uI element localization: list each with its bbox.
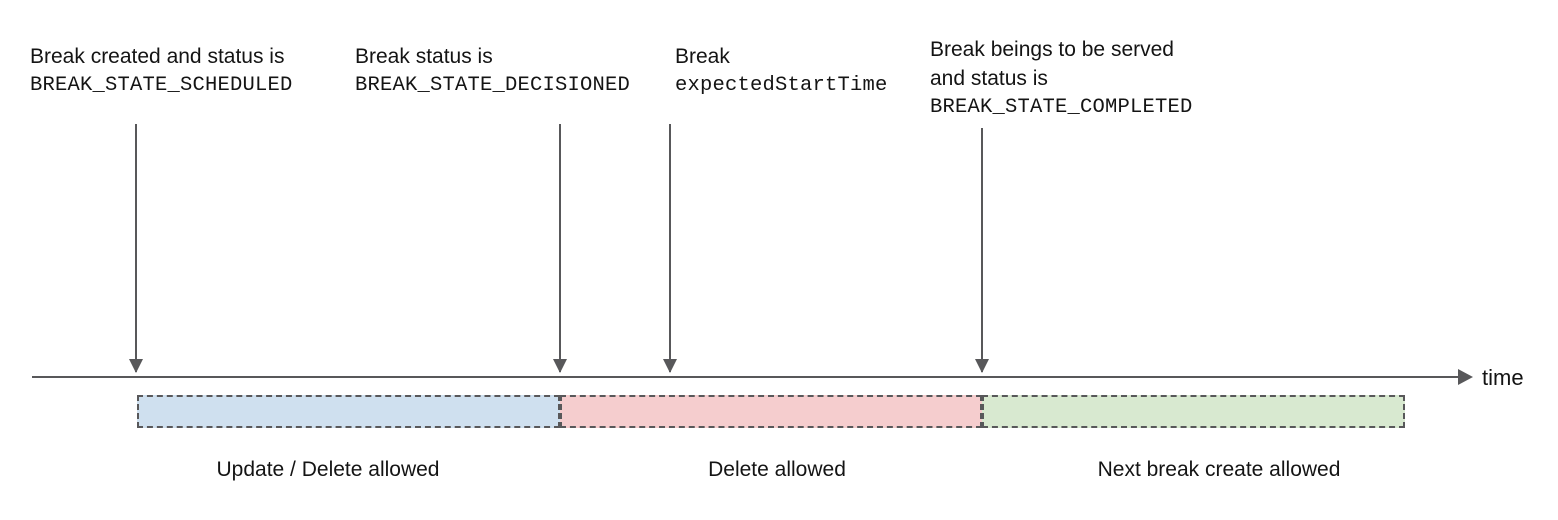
event-label-line: Break xyxy=(675,45,730,68)
phase-caption-scheduled: Update / Delete allowed xyxy=(216,458,440,481)
phase-bar-decisioned xyxy=(560,395,982,428)
event-label-line: and status is xyxy=(930,67,1048,90)
event-arrow-break-completed xyxy=(975,128,989,373)
phase-caption-decisioned: Delete allowed xyxy=(708,458,846,481)
arrow-head-down-icon xyxy=(663,359,677,373)
arrow-head-down-icon xyxy=(553,359,567,373)
event-arrow-break-created xyxy=(129,124,143,373)
event-label-line: Break beings to be served xyxy=(930,38,1174,61)
event-label-line: BREAK_STATE_COMPLETED xyxy=(930,96,1193,119)
arrow-head-down-icon xyxy=(975,359,989,373)
phase-bar-scheduled xyxy=(137,395,560,428)
arrow-shaft xyxy=(135,124,137,372)
event-label-line: BREAK_STATE_SCHEDULED xyxy=(30,74,293,97)
phase-caption-completed: Next break create allowed xyxy=(1097,458,1341,481)
event-label-expected-start-time: Break expectedStartTime xyxy=(675,42,888,100)
event-label-line: expectedStartTime xyxy=(675,74,888,97)
event-arrow-expected-start-time xyxy=(663,124,677,373)
event-label-line: BREAK_STATE_DECISIONED xyxy=(355,74,631,97)
event-arrow-break-decisioned xyxy=(553,124,567,373)
arrow-shaft xyxy=(559,124,561,372)
arrow-head-right-icon xyxy=(1458,369,1473,385)
event-label-break-decisioned: Break status is BREAK_STATE_DECISIONED xyxy=(355,42,630,100)
event-label-break-created: Break created and status is BREAK_STATE_S… xyxy=(30,42,293,100)
event-label-line: Break created and status is xyxy=(30,45,285,68)
time-axis-line xyxy=(32,376,1464,378)
arrow-shaft xyxy=(669,124,671,372)
event-label-line: Break status is xyxy=(355,45,493,68)
phase-bar-completed xyxy=(982,395,1405,428)
arrow-shaft xyxy=(981,128,983,372)
event-label-break-completed: Break beings to be served and status is BR… xyxy=(930,35,1193,122)
arrow-head-down-icon xyxy=(129,359,143,373)
time-axis-label: time xyxy=(1482,365,1524,390)
